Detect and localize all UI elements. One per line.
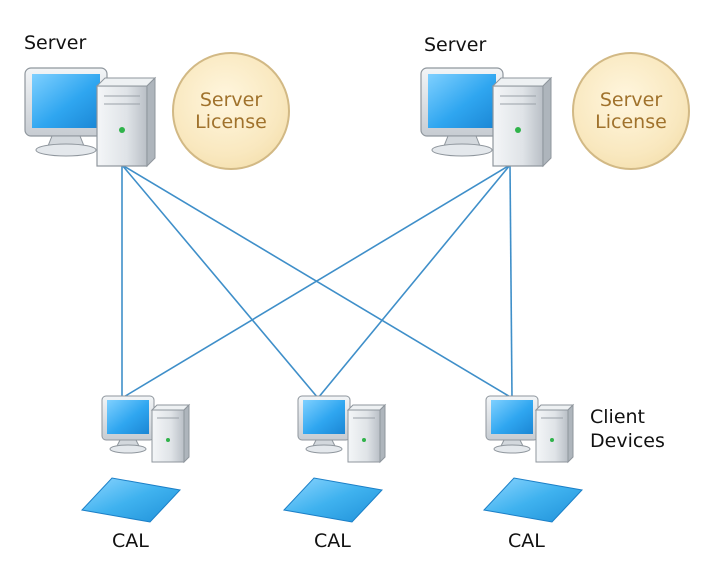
server-computer-icon: [24, 67, 157, 168]
client-computer-icon: [101, 395, 191, 464]
connector-line: [121, 164, 319, 399]
client-label-line: Devices: [590, 430, 665, 452]
cal-label: CAL: [314, 530, 351, 552]
connector-line: [317, 164, 511, 399]
server-license-badge: Server License: [572, 52, 690, 170]
cal-label: CAL: [112, 530, 149, 552]
license-text: License: [195, 111, 267, 133]
client-label-line: Client: [590, 406, 646, 428]
license-text: Server: [599, 89, 663, 111]
cal-card-icon: [81, 477, 181, 523]
server-computer-icon: [420, 67, 553, 168]
license-text: Server: [199, 89, 263, 111]
cal-card-icon: [283, 477, 383, 523]
client-computer-icon: [297, 395, 387, 464]
connector-line: [509, 164, 513, 399]
license-text: License: [595, 111, 667, 133]
connector-line: [121, 164, 511, 399]
server-license-badge: Server License: [172, 52, 290, 170]
server-label: Server: [424, 34, 487, 56]
cal-label: CAL: [508, 530, 545, 552]
client-computer-icon: [485, 395, 575, 464]
connector-lines: [121, 164, 513, 399]
client-devices-label: Client Devices: [590, 405, 665, 453]
server-label: Server: [24, 32, 87, 54]
cal-card-icon: [483, 477, 583, 523]
